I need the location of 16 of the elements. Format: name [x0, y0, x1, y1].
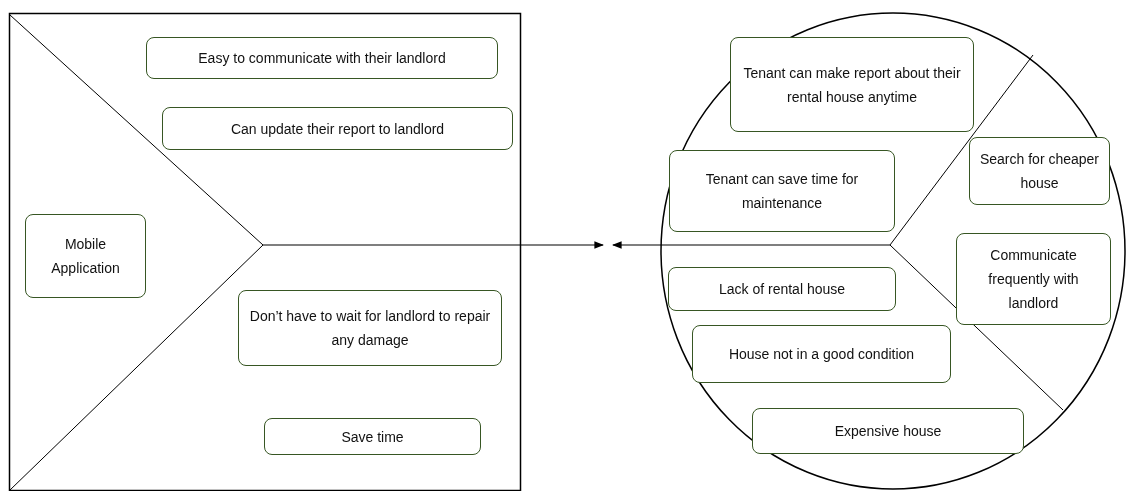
- text-box: Can update their report to landlord: [162, 107, 513, 150]
- arrow: [520, 241, 604, 249]
- text-box: Search for cheaper house: [969, 137, 1110, 205]
- canvas-circle: [660, 12, 1126, 490]
- text-box: Lack of rental house: [668, 267, 896, 311]
- text-box: Mobile Application: [25, 214, 146, 298]
- arrow: [612, 241, 661, 249]
- text-box: Communicate frequently with landlord: [956, 233, 1111, 325]
- canvas-square: [9, 13, 521, 491]
- text-box: Tenant can save time for maintenance: [669, 150, 895, 232]
- text-box: Easy to communicate with their landlord: [146, 37, 498, 79]
- text-box: Save time: [264, 418, 481, 455]
- text-box: Expensive house: [752, 408, 1024, 454]
- text-box: Don’t have to wait for landlord to repair any damage: [238, 290, 502, 366]
- text-box: Tenant can make report about their rental house anytime: [730, 37, 974, 132]
- text-box: House not in a good condition: [692, 325, 951, 383]
